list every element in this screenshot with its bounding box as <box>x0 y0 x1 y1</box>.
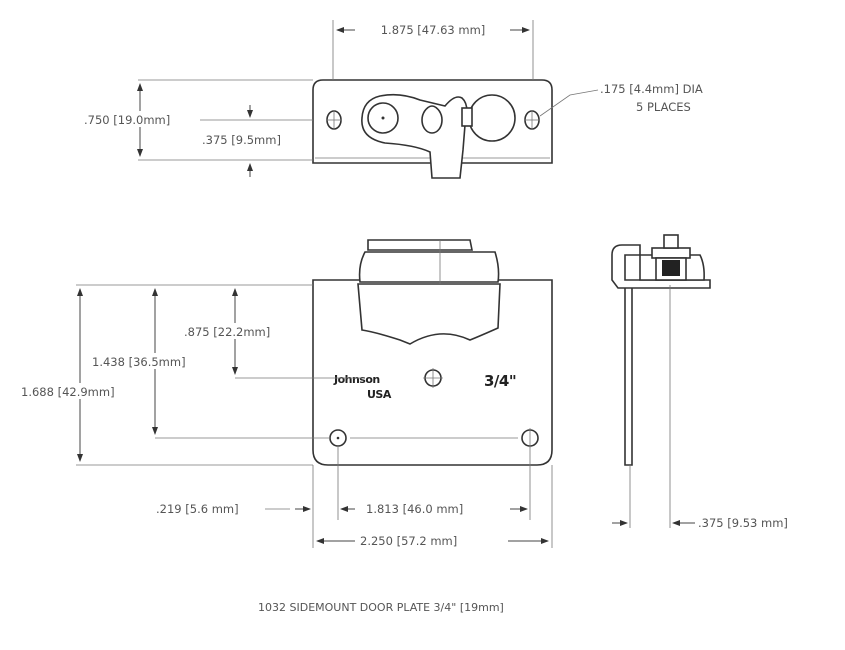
top-half-height-dimension: .375 [9.5mm] <box>202 133 281 147</box>
front-view: Johnson USA 3/4" 1.688 [42.9mm] 1.438 [3… <box>20 239 553 548</box>
side-view: .375 [9.53 mm] <box>611 234 788 530</box>
top-height-dimension: .750 [19.0mm] <box>84 113 170 127</box>
mount-hole-icon <box>326 110 342 130</box>
center-hole-icon <box>423 368 443 388</box>
top-width-dimension: 1.875 [47.63 mm] <box>381 23 486 37</box>
johnson-logo: Johnson <box>333 373 380 386</box>
hole-spacing-dimension: 1.813 [46.0 mm] <box>366 502 463 516</box>
latch-body <box>357 239 501 345</box>
size-mark: 3/4" <box>484 372 516 390</box>
latch-cam <box>361 93 516 179</box>
drawing-caption: 1032 SIDEMOUNT DOOR PLATE 3/4" [19mm] <box>258 601 504 614</box>
mount-hole-icon <box>524 110 540 130</box>
overall-width-dimension: 2.250 [57.2 mm] <box>360 534 457 548</box>
hole-note-count: 5 PLACES <box>636 100 691 114</box>
side-offset-dimension: .375 [9.53 mm] <box>698 516 788 530</box>
center-height-dimension: .875 [22.2mm] <box>184 325 270 339</box>
overall-height-dimension: 1.688 [42.9mm] <box>21 385 115 399</box>
top-view: 1.875 [47.63 mm] .750 [19.0mm] .375 [9.5… <box>82 20 703 179</box>
side-plate <box>624 284 633 466</box>
usa-logo: USA <box>367 388 392 401</box>
mount-hole-icon <box>329 429 347 447</box>
hole-height-dimension: 1.438 [36.5mm] <box>92 355 186 369</box>
edge-offset-dimension: .219 [5.6 mm] <box>156 502 239 516</box>
hole-note: .175 [4.4mm] DIA <box>600 82 703 96</box>
